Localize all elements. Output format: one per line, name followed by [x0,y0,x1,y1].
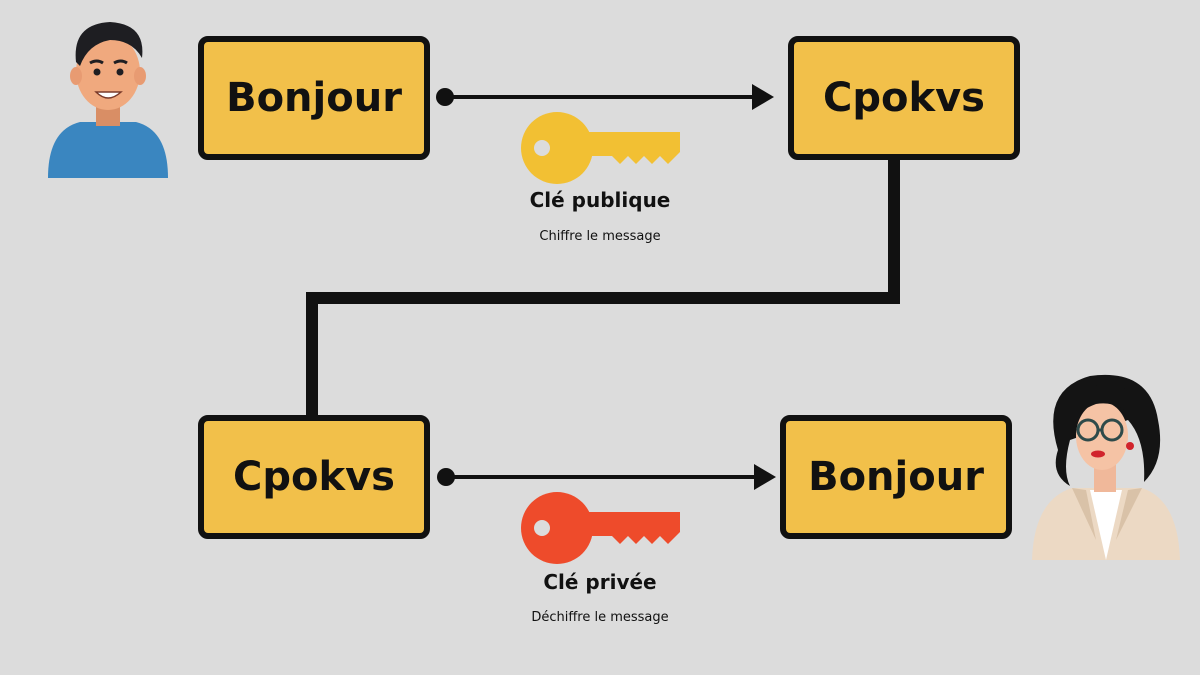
public-key-icon [521,112,680,184]
ciphertext-label-received: Cpokvs [233,454,395,500]
plaintext-label-recipient: Bonjour [808,454,984,500]
ciphertext-label-encrypted: Cpokvs [823,75,985,121]
private-key-caption: Déchiffre le message [531,610,669,625]
public-key-caption: Chiffre le message [539,229,661,244]
public-key-title: Clé publique [529,188,671,212]
recipient-avatar [1032,374,1180,560]
private-key-icon [521,492,680,564]
arrow-bottom [437,464,776,490]
connector-path [306,160,900,415]
ciphertext-box-encrypted: Cpokvs [788,36,1020,160]
sender-avatar [48,22,168,178]
plaintext-box-sender: Bonjour [198,36,430,160]
ciphertext-box-received: Cpokvs [198,415,430,539]
arrow-top [436,84,774,110]
plaintext-label-sender: Bonjour [226,75,402,121]
plaintext-box-recipient: Bonjour [780,415,1012,539]
private-key-title: Clé privée [543,570,657,594]
